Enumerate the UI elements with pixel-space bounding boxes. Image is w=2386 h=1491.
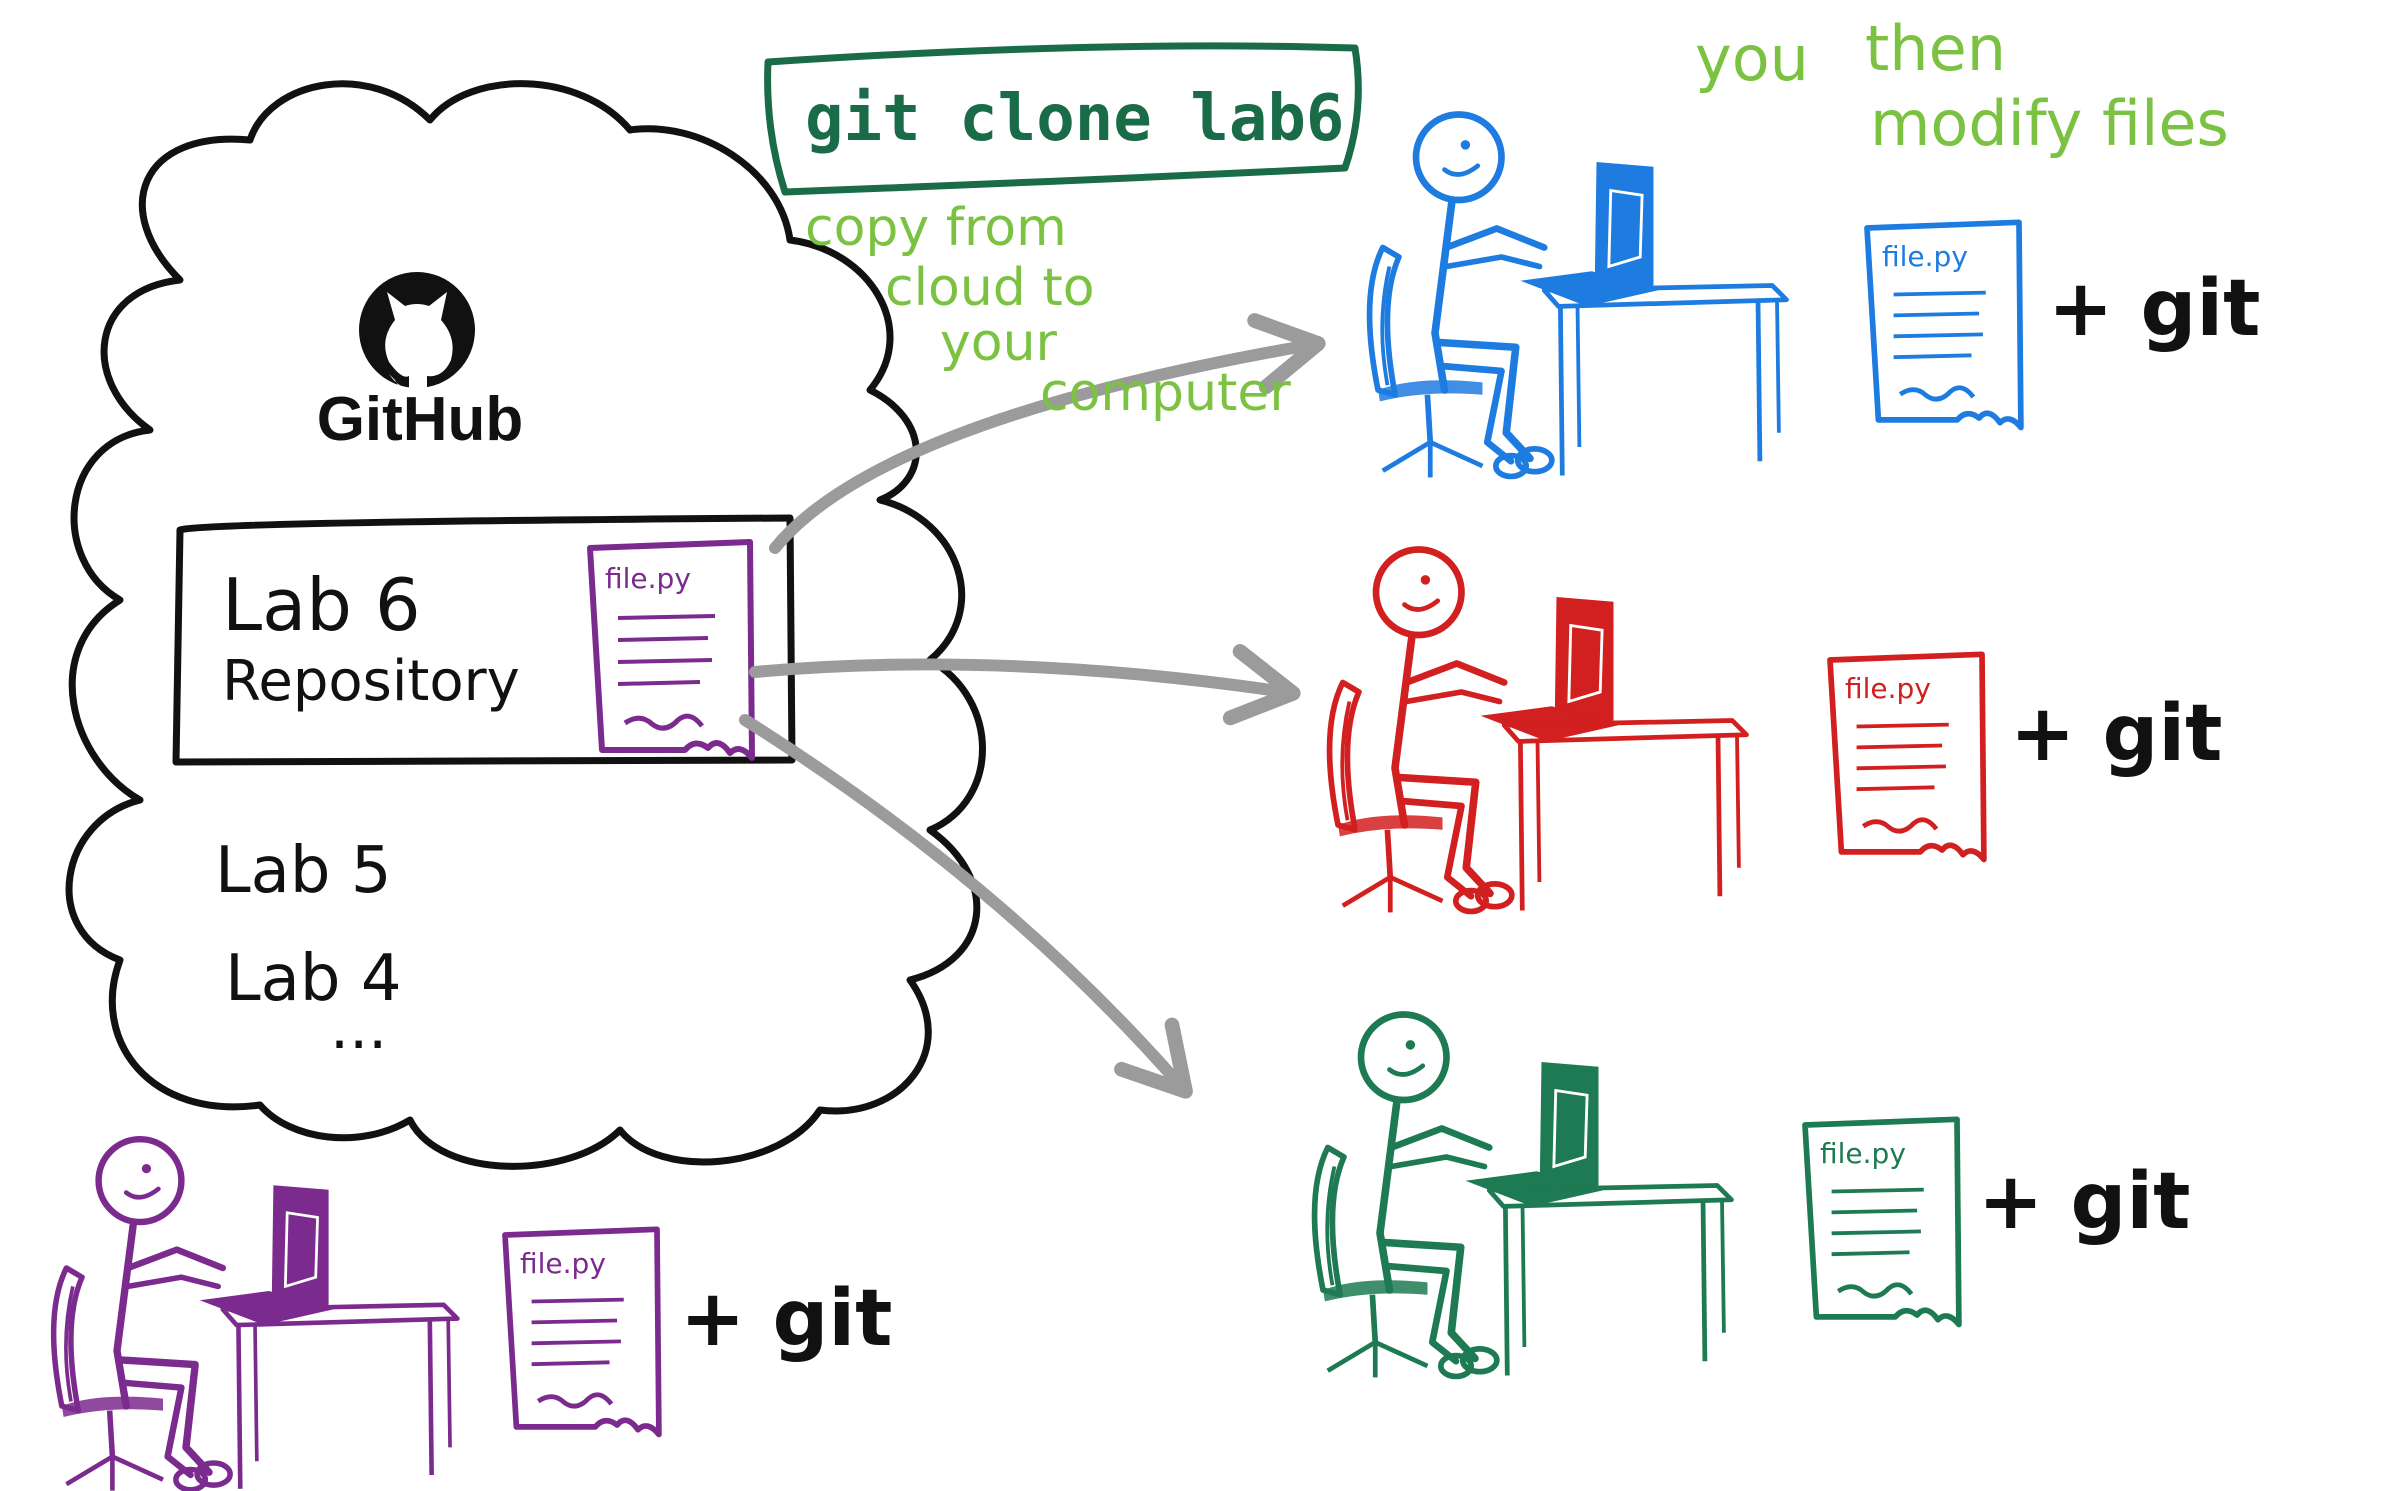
owner-git-label: + git: [680, 1274, 892, 1364]
user-red-file-label: file.py: [1845, 672, 1931, 705]
lab5-label: Lab 5: [215, 834, 392, 908]
github-octocat-icon: [359, 272, 475, 389]
copy-note-line-3: your: [940, 313, 1058, 373]
user-red-git-label: + git: [2010, 689, 2222, 779]
repo-title: Lab 6: [222, 563, 421, 647]
clone-arrows: [739, 313, 1326, 1099]
modify-note-line-2: then: [1865, 12, 2006, 85]
more-labs-ellipsis: ...: [330, 993, 387, 1063]
modify-note-line-1: you: [1695, 22, 1809, 95]
arrow-to-blue-user: [769, 313, 1326, 554]
arrow-to-green-user: [739, 714, 1193, 1099]
user-blue-file-label: file.py: [1882, 240, 1968, 273]
user-blue-git-label: + git: [2048, 264, 2260, 354]
owner-file-label: file.py: [520, 1247, 606, 1280]
repo-file-label: file.py: [605, 562, 691, 595]
user-blue: file.py + git: [1370, 115, 2260, 478]
user-green-git-label: + git: [1978, 1157, 2190, 1247]
repo-subtitle: Repository: [222, 649, 520, 714]
lab4-label: Lab 4: [225, 942, 402, 1016]
user-green-file-label: file.py: [1820, 1137, 1906, 1170]
user-red: file.py + git: [1330, 550, 2222, 913]
modify-note-line-3: modify files: [1870, 87, 2229, 160]
user-green-figure: [1315, 1015, 1732, 1378]
user-red-figure: [1330, 550, 1747, 913]
copy-note-line-1: copy from: [805, 198, 1067, 258]
user-blue-figure: [1370, 115, 1787, 478]
git-clone-command-box: [764, 42, 1362, 196]
user-green: file.py + git: [1315, 1015, 2190, 1378]
owner-figure: [54, 1139, 458, 1490]
copy-note-line-2: cloud to: [885, 258, 1095, 318]
github-logo-text: GitHub: [317, 385, 524, 454]
copy-note-line-4: computer: [1040, 363, 1291, 423]
arrow-to-red-user: [749, 644, 1301, 726]
git-clone-command: git clone lab6: [805, 82, 1344, 156]
user-owner-purple: file.py + git: [54, 1139, 892, 1490]
